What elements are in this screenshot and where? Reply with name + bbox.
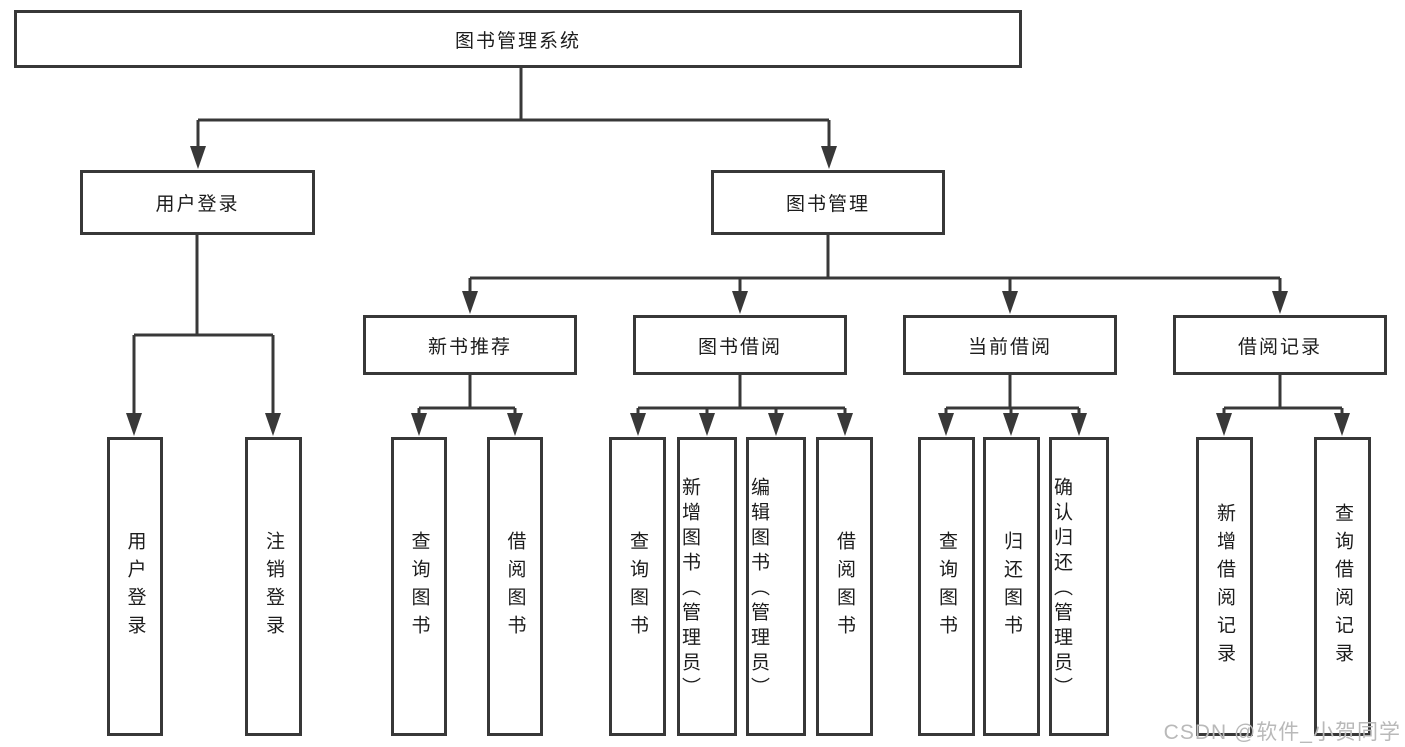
node-borrowing-records-label: 借阅记录 [1237, 336, 1322, 358]
node-book-management: 图书管理 [711, 170, 945, 235]
node-leaf-user-login-label: 用户登录 [124, 530, 146, 643]
node-leaf-logout: 注销登录 [245, 437, 302, 736]
node-current-borrowing: 当前借阅 [903, 315, 1117, 375]
node-current-borrowing-label: 当前借阅 [967, 336, 1052, 358]
connector-book-management [468, 235, 1282, 292]
node-book-borrowing-label: 图书借阅 [697, 336, 782, 358]
arrow-icon [1003, 413, 1019, 436]
node-new-book-recommend-label: 新书推荐 [427, 336, 512, 358]
node-leaf-bb-edit-books: 编辑图书（管理员） [746, 437, 806, 736]
node-leaf-br-query-record: 查询借阅记录 [1314, 437, 1371, 736]
node-root-label: 图书管理系统 [454, 30, 581, 52]
arrow-icon [411, 413, 427, 436]
connector-new-book [417, 375, 517, 414]
arrow-icon [507, 413, 523, 436]
node-leaf-bb-borrow-books-label: 借阅图书 [834, 530, 855, 643]
node-new-book-recommend: 新书推荐 [363, 315, 577, 375]
connector-root [196, 68, 831, 147]
arrow-icon [1002, 291, 1018, 314]
node-leaf-bb-query-books: 查询图书 [609, 437, 666, 736]
arrow-icon [1071, 413, 1087, 436]
node-leaf-bb-query-books-label: 查询图书 [627, 530, 648, 643]
node-borrowing-records: 借阅记录 [1173, 315, 1387, 375]
node-leaf-nb-query-books-label: 查询图书 [408, 530, 430, 643]
csdn-watermark: CSDN @软件_小贺同学 [1163, 721, 1401, 744]
node-user-login: 用户登录 [80, 170, 315, 235]
arrow-icon [1216, 413, 1232, 436]
node-leaf-nb-query-books: 查询图书 [391, 437, 447, 736]
arrow-icon [630, 413, 646, 436]
arrow-icon [837, 413, 853, 436]
connector-current-borrowing [944, 375, 1081, 414]
connector-book-borrowing [636, 375, 847, 414]
node-leaf-cb-query-books-label: 查询图书 [936, 530, 957, 643]
connector-borrowing-records [1222, 375, 1344, 414]
arrow-icon [265, 413, 281, 436]
arrow-icon [1272, 291, 1288, 314]
arrow-icon [732, 291, 748, 314]
node-leaf-logout-label: 注销登录 [263, 530, 284, 643]
node-leaf-nb-borrow-books-label: 借阅图书 [504, 530, 526, 643]
node-leaf-nb-borrow-books: 借阅图书 [487, 437, 543, 736]
node-book-borrowing: 图书借阅 [633, 315, 847, 375]
arrow-icon [126, 413, 142, 436]
node-leaf-user-login: 用户登录 [107, 437, 163, 736]
node-leaf-cb-return-books: 归还图书 [983, 437, 1040, 736]
node-leaf-bb-add-books-label: 新增图书（管理员） [679, 476, 700, 702]
arrow-icon [462, 291, 478, 314]
node-leaf-cb-return-books-label: 归还图书 [1001, 530, 1022, 643]
node-leaf-bb-edit-books-label: 编辑图书（管理员） [748, 476, 769, 702]
arrow-icon [190, 146, 206, 169]
arrow-icon [938, 413, 954, 436]
node-root: 图书管理系统 [14, 10, 1022, 68]
node-leaf-br-add-record: 新增借阅记录 [1196, 437, 1253, 736]
node-leaf-br-add-record-label: 新增借阅记录 [1214, 502, 1235, 671]
node-leaf-cb-confirm-return: 确认归还（管理员） [1049, 437, 1109, 736]
node-leaf-br-query-record-label: 查询借阅记录 [1332, 502, 1353, 671]
node-leaf-bb-borrow-books: 借阅图书 [816, 437, 873, 736]
arrow-icon [699, 413, 715, 436]
connector-user-login [132, 235, 275, 414]
node-leaf-cb-confirm-return-label: 确认归还（管理员） [1051, 476, 1072, 702]
arrow-icon [821, 146, 837, 169]
node-book-management-label: 图书管理 [785, 194, 870, 215]
node-leaf-bb-add-books: 新增图书（管理员） [677, 437, 737, 736]
node-leaf-cb-query-books: 查询图书 [918, 437, 975, 736]
node-user-login-label: 用户登录 [155, 194, 240, 215]
arrow-icon [768, 413, 784, 436]
arrow-icon [1334, 413, 1350, 436]
